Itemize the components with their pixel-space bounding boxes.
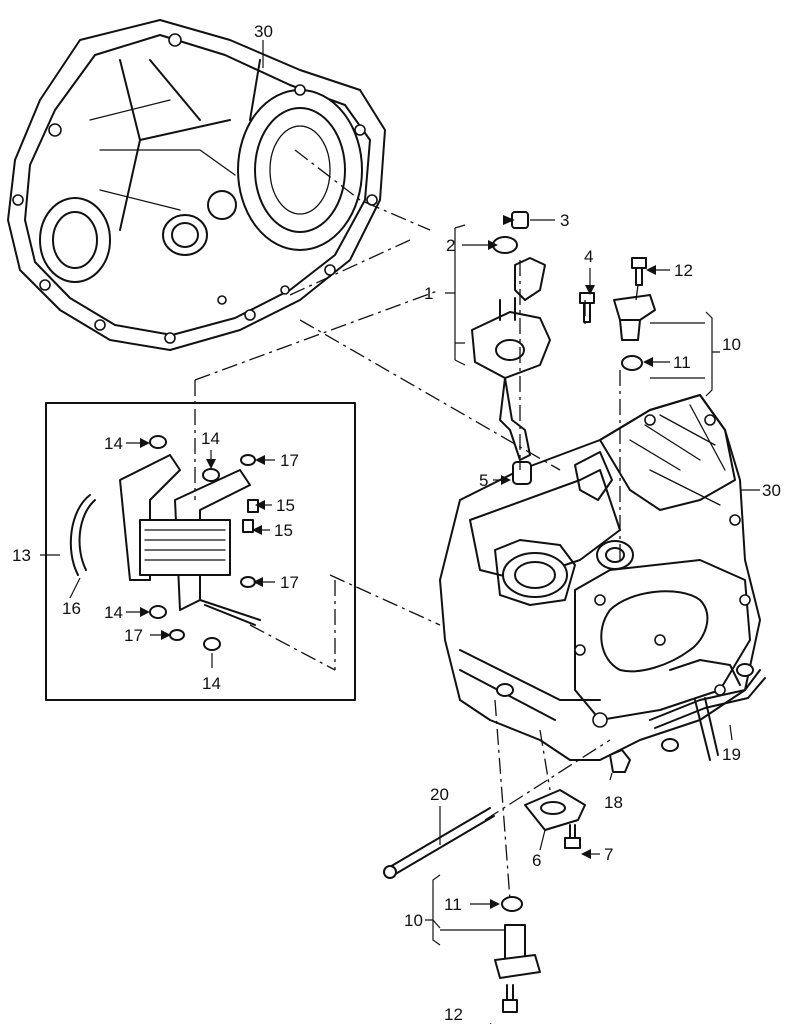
bolt-part-12-top [631,257,647,286]
callout-14-a: 14 [104,434,123,453]
callout-4: 4 [584,247,593,266]
callout-30-top: 30 [254,22,273,41]
callout-11-bottom: 11 [444,895,462,914]
callout-18: 18 [604,793,623,812]
callout-17-b: 17 [280,573,299,592]
washers-part-14-17 [149,435,256,651]
seal-part-11-top [621,355,643,371]
callout-14-d: 14 [202,674,221,693]
bolt-part-7 [564,824,581,849]
callout-5: 5 [479,471,488,490]
callout-17-c: 17 [124,626,143,645]
callout-12-bottom: 12 [444,1005,463,1024]
pin-part-5 [512,461,532,485]
callout-16: 16 [62,599,81,618]
callout-30-right: 30 [762,481,781,500]
bolt-part-12-bottom [502,984,518,1013]
callout-1: 1 [424,284,433,303]
callout-11-top: 11 [673,353,691,372]
callout-7: 7 [604,845,613,864]
callout-12-top: 12 [674,261,693,280]
arrowheads [140,215,656,1024]
callout-15-b: 15 [274,521,293,540]
guide-pin-part-20 [383,807,495,879]
callout-10-bottom: 10 [404,911,423,930]
nut-part-18 [609,749,631,773]
assembly-lines [194,149,639,901]
callout-3: 3 [560,211,569,230]
callout-17-a: 17 [280,451,299,470]
cover-plate-part-6 [524,789,586,831]
callout-2: 2 [446,236,455,255]
callout-10-top: 10 [722,335,741,354]
sleeve-part-10-top [613,294,656,341]
gearbox-housing-part-30 [439,394,761,761]
lever-part-19 [649,663,766,761]
callout-labels: 30 3 2 4 12 1 10 11 5 30 14 14 17 15 15 … [12,22,781,1024]
selector-mechanism-part-1 [471,211,551,461]
bolt-part-4 [579,292,595,323]
clutch-housing-part-30 [7,19,386,351]
callout-15-a: 15 [276,496,295,515]
callout-13: 13 [12,546,31,565]
callout-19: 19 [722,745,741,764]
callout-14-c: 14 [104,603,123,622]
callout-20: 20 [430,785,449,804]
callout-14-b: 14 [201,429,220,448]
sleeve-part-10-bottom [494,924,541,979]
shift-fork-assembly-part-13 [69,454,261,626]
callout-6: 6 [532,851,541,870]
inset-frame [45,402,356,701]
seal-part-11-bottom [501,896,523,912]
